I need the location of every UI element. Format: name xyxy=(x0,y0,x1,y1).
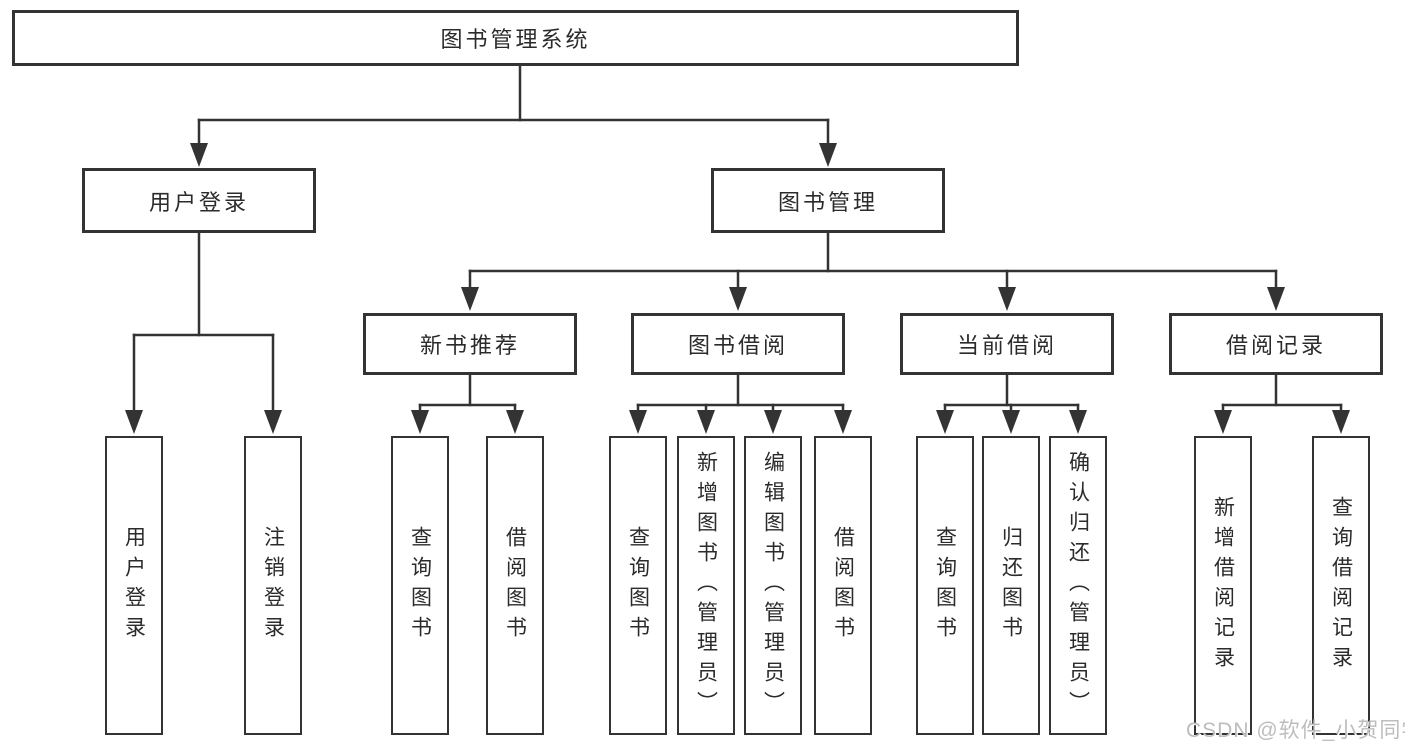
node-label: 新增图书（管理员） xyxy=(694,450,718,721)
arrowhead xyxy=(629,410,647,434)
leaf-user-login: 用户登录 xyxy=(105,436,163,735)
leaf-confirm-return-admin: 确认归还（管理员） xyxy=(1049,436,1107,735)
node-label: 归还图书 xyxy=(999,525,1023,646)
node-book-management: 图书管理 xyxy=(711,168,945,233)
node-current-borrowing: 当前借阅 xyxy=(900,313,1114,375)
arrowhead xyxy=(506,410,524,434)
node-label: 查询图书 xyxy=(408,525,432,646)
arrowhead xyxy=(461,287,479,311)
node-label: 当前借阅 xyxy=(956,333,1057,358)
leaf-borrowing-query-books: 查询图书 xyxy=(609,436,667,735)
node-label: 借阅记录 xyxy=(1225,333,1326,358)
arrowhead xyxy=(998,287,1016,311)
arrowhead xyxy=(125,410,143,434)
node-label: 图书管理 xyxy=(777,189,878,215)
node-user-login: 用户登录 xyxy=(82,168,316,233)
node-root-library-system: 图书管理系统 xyxy=(12,10,1019,66)
node-label: 查询图书 xyxy=(933,525,957,646)
arrowhead xyxy=(1267,287,1285,311)
arrowhead xyxy=(936,410,954,434)
arrowhead xyxy=(1069,410,1087,434)
node-label: 借阅图书 xyxy=(503,525,527,646)
arrowhead xyxy=(1332,410,1350,434)
arrowhead xyxy=(1002,410,1020,434)
leaf-current-query-books: 查询图书 xyxy=(916,436,974,735)
leaf-edit-books-admin: 编辑图书（管理员） xyxy=(744,436,802,735)
node-label: 查询图书 xyxy=(626,525,650,646)
csdn-watermark: CSDN @软件_小贺同学 xyxy=(1186,719,1405,742)
arrowhead xyxy=(764,410,782,434)
leaf-recommend-query-books: 查询图书 xyxy=(391,436,449,735)
node-label: 新书推荐 xyxy=(419,333,520,358)
node-new-book-recommend: 新书推荐 xyxy=(363,313,577,375)
leaf-logout: 注销登录 xyxy=(244,436,302,735)
arrowhead xyxy=(411,410,429,434)
leaf-add-borrow-record: 新增借阅记录 xyxy=(1194,436,1252,735)
node-label: 用户登录 xyxy=(122,525,146,646)
arrowhead xyxy=(819,143,837,167)
node-label: 用户登录 xyxy=(148,189,249,215)
arrowhead xyxy=(1214,410,1232,434)
node-label: 新增借阅记录 xyxy=(1211,495,1235,676)
node-label: 查询借阅记录 xyxy=(1329,495,1353,676)
leaf-recommend-borrow-books: 借阅图书 xyxy=(486,436,544,735)
node-book-borrowing: 图书借阅 xyxy=(631,313,845,375)
node-label: 编辑图书（管理员） xyxy=(761,450,785,721)
leaf-query-borrow-record: 查询借阅记录 xyxy=(1312,436,1370,735)
node-borrowing-records: 借阅记录 xyxy=(1169,313,1383,375)
arrowhead xyxy=(697,410,715,434)
arrowhead xyxy=(190,143,208,167)
leaf-borrowing-borrow-books: 借阅图书 xyxy=(814,436,872,735)
node-label: 确认归还（管理员） xyxy=(1066,450,1090,721)
arrowhead xyxy=(729,287,747,311)
arrowhead xyxy=(834,410,852,434)
leaf-add-books-admin: 新增图书（管理员） xyxy=(677,436,735,735)
node-label: 图书借阅 xyxy=(687,333,788,358)
node-label: 借阅图书 xyxy=(831,525,855,646)
node-label: 图书管理系统 xyxy=(440,27,591,52)
arrowhead xyxy=(264,410,282,434)
leaf-return-books: 归还图书 xyxy=(982,436,1040,735)
node-label: 注销登录 xyxy=(261,525,285,646)
